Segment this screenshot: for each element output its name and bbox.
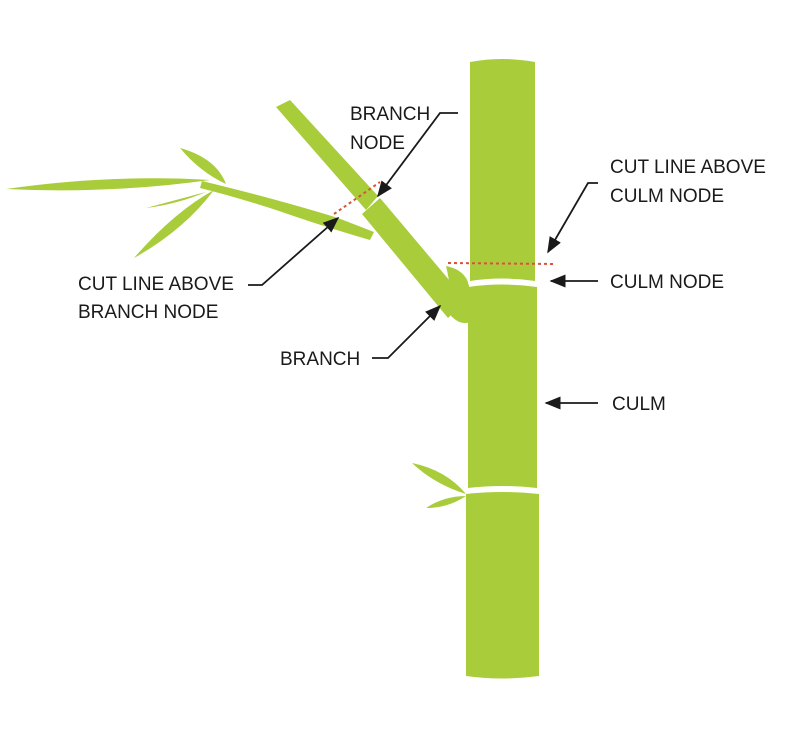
cut-culm-label-line2: CULM NODE: [610, 186, 724, 207]
culm-node-label: CULM NODE: [610, 272, 724, 293]
branch-node-label: BRANCH NODE: [350, 104, 436, 154]
branch-label: BRANCH: [280, 349, 360, 370]
twig: [200, 181, 374, 240]
cut-culm-label: CUT LINE ABOVE CULM NODE: [610, 157, 771, 207]
cut-branch-leader: [248, 216, 340, 286]
cut-branch-label-line1: CUT LINE ABOVE: [78, 274, 234, 295]
labels: BRANCH NODE CUT LINE ABOVE CULM NODE CUT…: [78, 104, 771, 415]
culm-stalk: [466, 59, 539, 679]
upper-small-leaf: [180, 148, 226, 184]
culm-upper-segment: [470, 59, 535, 281]
branch-node-label-line2: NODE: [350, 133, 405, 154]
long-leaf: [6, 178, 210, 191]
lower-long-leaf: [134, 190, 214, 258]
leader-lines: [248, 112, 598, 410]
cut-culm-label-line1: CUT LINE ABOVE: [610, 157, 766, 178]
culm-lower-segment: [466, 492, 539, 679]
small-mid-leaf: [146, 192, 206, 208]
culm-cut-line: [447, 262, 557, 265]
branch-node-leader: [377, 112, 458, 198]
culm-label: CULM: [612, 394, 666, 415]
cut-culm-leader: [547, 182, 598, 254]
cut-branch-label-line2: BRANCH NODE: [78, 302, 218, 323]
cut-lines: [333, 181, 557, 265]
branch-node-label-line1: BRANCH: [350, 104, 430, 125]
branch-leader: [372, 304, 442, 359]
bamboo-illustration: [6, 59, 539, 679]
branch-lower-segment: [362, 198, 466, 318]
cut-branch-label: CUT LINE ABOVE BRANCH NODE: [78, 274, 239, 323]
small-leaf-upper: [412, 463, 466, 494]
culm-middle-segment: [468, 284, 537, 488]
small-leaf-lower: [426, 496, 466, 508]
branch-upper-segment: [276, 100, 378, 210]
